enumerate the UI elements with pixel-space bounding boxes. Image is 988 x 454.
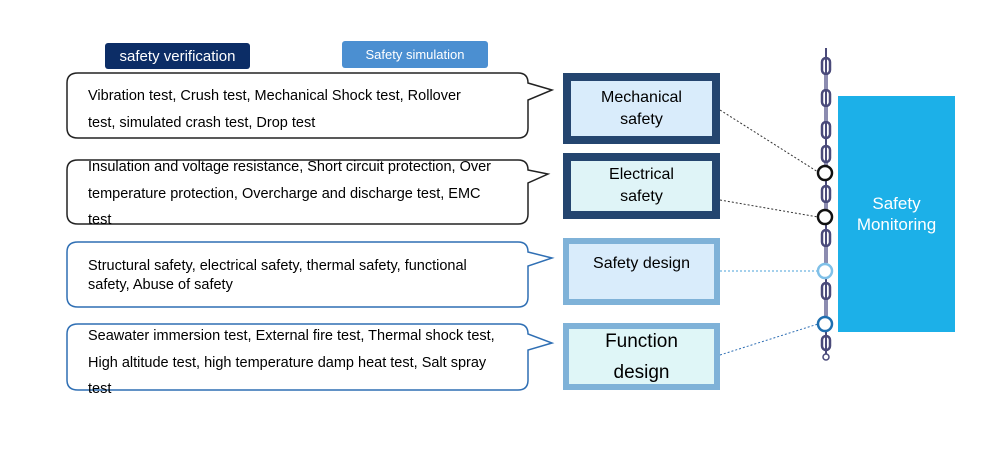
safety-simulation-label: Safety simulation xyxy=(342,41,488,68)
connector-function xyxy=(719,323,819,356)
callout-text-design: Structural safety, electrical safety, th… xyxy=(88,258,467,293)
callout-text-function: Seawater immersion test, External fire t… xyxy=(88,328,495,397)
callout-text-electrical: Insulation and voltage resistance, Short… xyxy=(88,159,491,228)
node-electrical xyxy=(816,208,834,226)
callout-bubble-1 xyxy=(66,72,555,139)
callout-bubble-4 xyxy=(66,323,555,391)
node-design xyxy=(816,262,834,280)
safety-design-box: Safety design xyxy=(563,238,720,305)
node-mechanical xyxy=(816,164,834,182)
callout-bubble-2 xyxy=(66,159,551,225)
callout-text-mechanical: Vibration test, Crush test, Mechanical S… xyxy=(88,88,461,131)
function-design-box: Function design xyxy=(563,323,720,390)
electrical-safety-box: Electrical safety xyxy=(563,153,720,219)
mechanical-safety-box: Mechanical safety xyxy=(563,73,720,144)
connector-electrical xyxy=(719,199,819,218)
safety-monitoring-box: Safety Monitoring xyxy=(838,96,955,332)
node-function xyxy=(816,315,834,333)
connector-mechanical xyxy=(719,109,819,173)
chain xyxy=(820,48,832,361)
safety-verification-label: safety verification xyxy=(105,43,250,69)
callout-bubble-3 xyxy=(66,241,555,308)
